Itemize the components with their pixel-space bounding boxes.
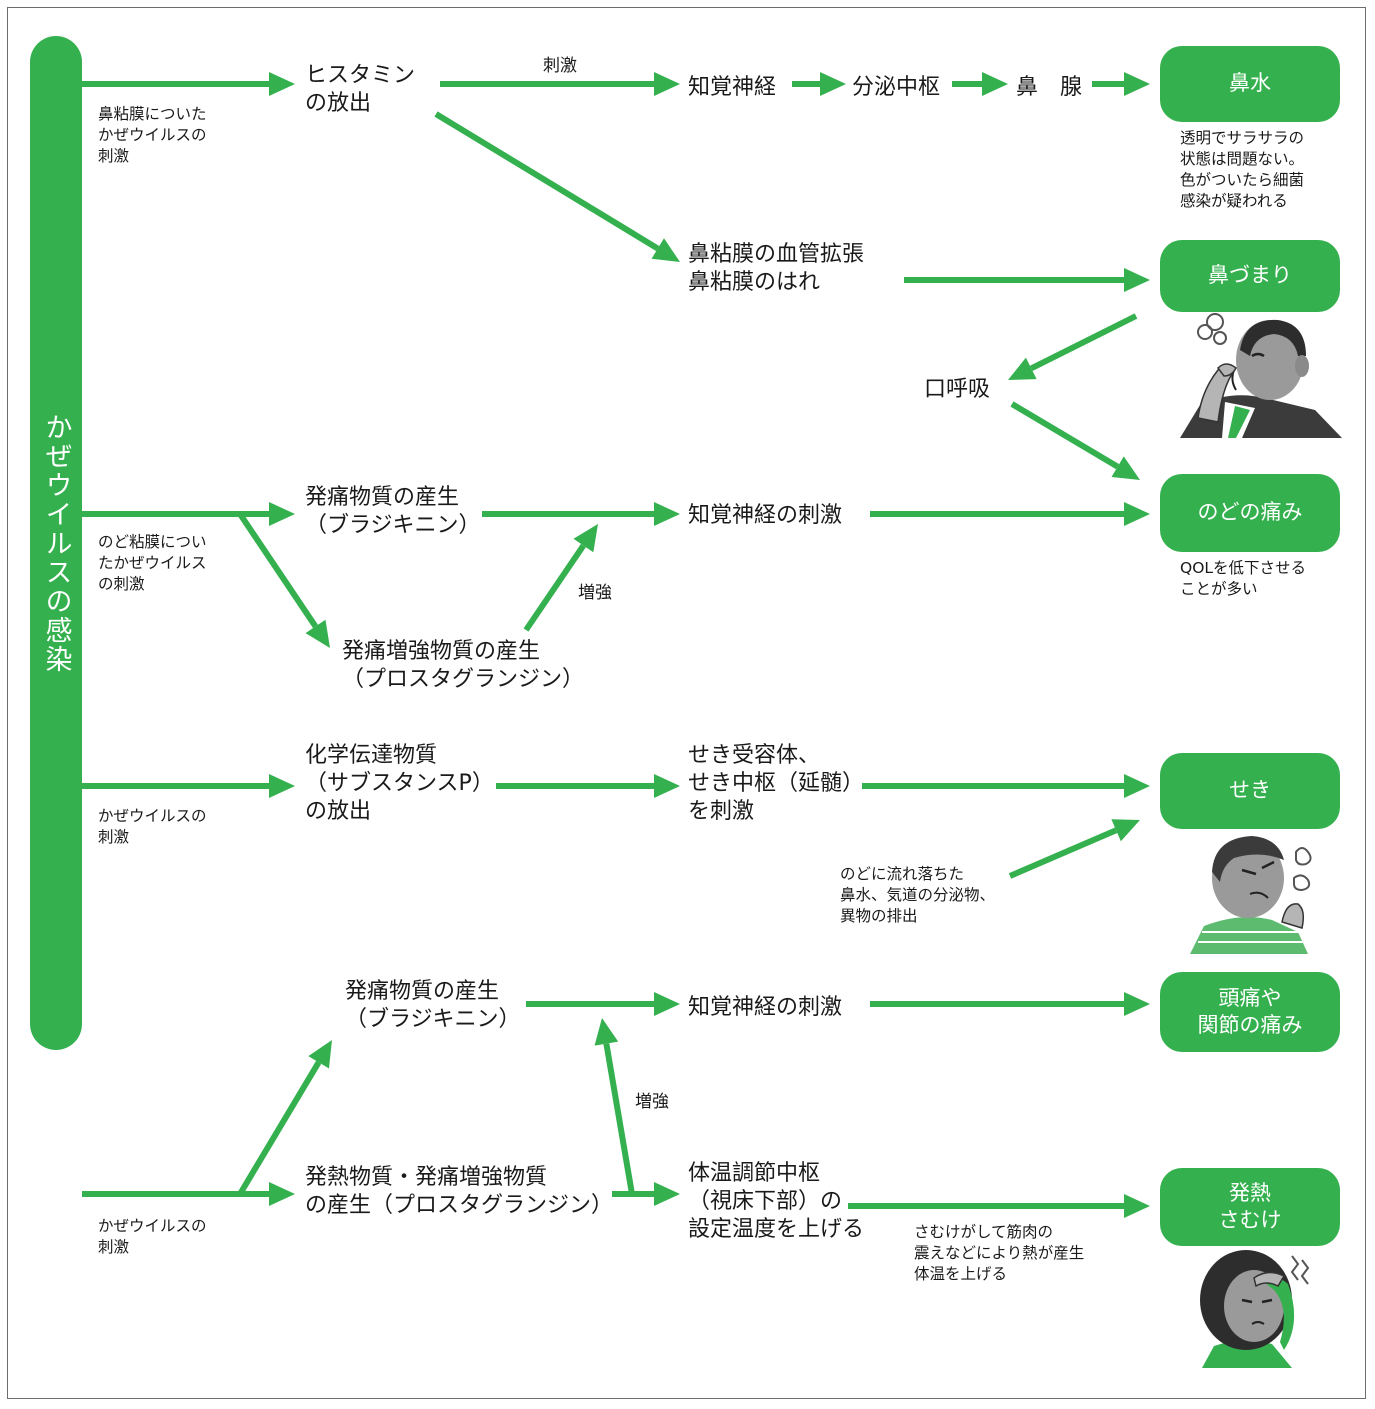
node-sensory-stim-1: 知覚神経の刺激 bbox=[688, 503, 843, 528]
node-pain-enhancer-1: 発痛増強物質の産生 （プロスタグランジン） bbox=[342, 639, 585, 693]
result-headache: 頭痛や 関節の痛み bbox=[1160, 972, 1340, 1052]
result-fever: 発熱 さむけ bbox=[1160, 1168, 1340, 1246]
arrow-gland-to-runny-nose-arrowhead bbox=[1124, 72, 1150, 96]
node-cough-receptor: せき受容体、 せき中枢（延髄） を刺激 bbox=[688, 743, 865, 825]
arrow-to-pain-substance-1-arrowhead bbox=[269, 502, 295, 526]
edge-label-enhance-1: 増強 bbox=[578, 583, 612, 603]
edge-label-stimulus: 刺激 bbox=[543, 56, 577, 76]
diagram-frame bbox=[7, 7, 1366, 1399]
node-chem-transmitter: 化学伝達物質 （サブスタンスP） の放出 bbox=[305, 743, 494, 825]
result-runny-nose: 鼻水 bbox=[1160, 46, 1340, 122]
arrow-enhance-2-arrowhead bbox=[594, 1018, 619, 1046]
arrow-to-fever-substance-arrowhead bbox=[269, 1182, 295, 1206]
arrow-histamine-to-dilation-arrowhead bbox=[651, 238, 680, 262]
note-cough: のどに流れ落ちた 鼻水、気道の分泌物、 異物の排出 bbox=[840, 865, 996, 925]
arrow-sensory-2-to-headache-arrowhead bbox=[1124, 992, 1150, 1016]
node-sensory-nerve: 知覚神経 bbox=[688, 75, 777, 100]
arrow-sensory-1-to-sore-throat-arrowhead bbox=[1124, 502, 1150, 526]
note-sore-throat: QOLを低下させる ことが多い bbox=[1180, 559, 1307, 598]
arrow-transmitter-to-receptor-arrowhead bbox=[654, 774, 680, 798]
node-thermo-center: 体温調節中枢 （視床下部）の 設定温度を上げる bbox=[688, 1161, 865, 1243]
arrow-histamine-to-dilation bbox=[434, 111, 660, 252]
arrow-enhance-1-arrowhead bbox=[573, 524, 598, 553]
arrow-mouth-breathing-to-throat bbox=[1010, 401, 1120, 470]
arrow-pain-to-sensory-1-arrowhead bbox=[654, 502, 680, 526]
node-mouth-breathing: 口呼吸 bbox=[924, 377, 991, 402]
node-sensory-stim-2: 知覚神経の刺激 bbox=[688, 995, 843, 1020]
trigger-fever: かぜウイルスの 刺激 bbox=[98, 1217, 207, 1256]
arrow-nerve-to-center-arrowhead bbox=[820, 72, 846, 96]
arrow-to-histamine-arrowhead bbox=[269, 72, 295, 96]
result-stuffy-nose: 鼻づまり bbox=[1160, 240, 1340, 312]
trigger-throat: のど粘膜につい たかぜウイルス の刺激 bbox=[98, 533, 207, 593]
arrow-fever-to-thermo-arrowhead bbox=[654, 1182, 680, 1206]
node-secretion-center: 分泌中枢 bbox=[852, 75, 941, 100]
arrow-stuffy-to-mouth-breathing-arrowhead bbox=[1008, 357, 1037, 380]
arrow-dilation-to-stuffy-nose-arrowhead bbox=[1124, 268, 1150, 292]
arrow-secretions-to-cough bbox=[1008, 827, 1118, 879]
stuffy-nose-man-icon bbox=[1180, 313, 1342, 438]
node-pain-substance-2: 発痛物質の産生 （ブラジキニン） bbox=[345, 979, 521, 1033]
trigger-cough: かぜウイルスの 刺激 bbox=[98, 807, 207, 846]
arrow-enhance-2 bbox=[603, 1043, 635, 1195]
node-vessel-dilation: 鼻粘膜の血管拡張 鼻粘膜のはれ bbox=[688, 242, 865, 296]
feverish-woman-icon bbox=[1200, 1250, 1310, 1368]
result-sore-throat: のどの痛み bbox=[1160, 474, 1340, 552]
coughing-man-icon bbox=[1190, 836, 1312, 954]
arrow-center-to-gland-arrowhead bbox=[982, 72, 1008, 96]
arrow-to-chem-transmitter-arrowhead bbox=[269, 774, 295, 798]
infection-bar bbox=[30, 36, 82, 1050]
edge-label-enhance-2: 増強 bbox=[635, 1092, 669, 1112]
arrow-to-pain-enhancer-1 bbox=[237, 512, 318, 629]
node-histamine: ヒスタミン の放出 bbox=[305, 63, 416, 117]
node-nasal-gland: 鼻 腺 bbox=[1016, 75, 1083, 100]
result-cough: せき bbox=[1160, 753, 1340, 829]
arrow-mouth-breathing-to-throat-arrowhead bbox=[1111, 456, 1140, 480]
arrow-secretions-to-cough-arrowhead bbox=[1111, 819, 1140, 842]
arrow-enhance-1 bbox=[523, 543, 586, 632]
node-fever-substance: 発熱物質・発痛増強物質 の産生（プロスタグランジン） bbox=[305, 1165, 614, 1219]
node-pain-substance-1: 発痛物質の産生 （ブラジキニン） bbox=[305, 485, 481, 539]
arrow-receptor-to-cough-arrowhead bbox=[1124, 774, 1150, 798]
note-fever: さむけがして筋肉の 震えなどにより熱が産生 体温を上げる bbox=[914, 1223, 1085, 1283]
arrow-to-pain-substance-2-arrowhead bbox=[308, 1040, 332, 1069]
arrow-pain-to-sensory-2-arrowhead bbox=[654, 992, 680, 1016]
note-runny-nose: 透明でサラサラの 状態は問題ない。 色がついたら細菌 感染が疑われる bbox=[1180, 129, 1305, 210]
arrow-to-pain-substance-2 bbox=[237, 1060, 322, 1196]
arrow-to-pain-enhancer-1-arrowhead bbox=[305, 619, 330, 648]
arrow-histamine-to-nerve-arrowhead bbox=[654, 72, 680, 96]
trigger-nose: 鼻粘膜についた かぜウイルスの 刺激 bbox=[98, 105, 207, 165]
arrow-stuffy-to-mouth-breathing bbox=[1029, 313, 1138, 372]
arrow-thermo-to-fever-arrowhead bbox=[1124, 1194, 1150, 1218]
